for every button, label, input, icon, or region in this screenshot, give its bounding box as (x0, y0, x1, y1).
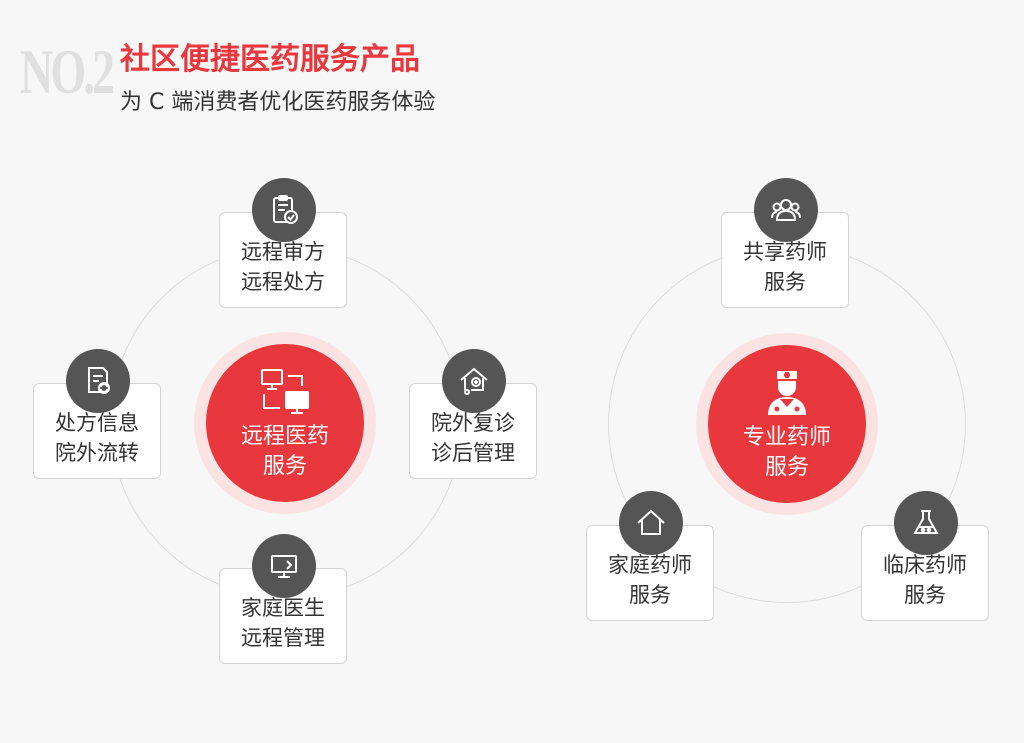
left-center-label-1: 远程医药 (240, 424, 329, 449)
card-line-2: 服务 (629, 583, 671, 607)
right-center-circle: 专业药师 服务 (708, 345, 866, 503)
card-line-2: 院外流转 (55, 441, 139, 465)
page-subtitle: 为 C 端消费者优化医药服务体验 (120, 90, 436, 115)
card-remote-prescription: 远程审方 远程处方 (219, 212, 347, 308)
house-badge (619, 491, 683, 555)
card-line-1: 远程审方 (241, 240, 325, 264)
card-shared-pharmacist: 共享药师 服务 (721, 212, 849, 308)
card-line-1: 共享药师 (743, 240, 827, 264)
prescription-check-icon (273, 195, 298, 224)
home-stethoscope-badge (442, 349, 506, 413)
home-stethoscope-icon (460, 367, 488, 395)
card-line-1: 临床药师 (883, 553, 967, 577)
card-line-1: 家庭医生 (241, 596, 325, 620)
card-line-2: 远程管理 (241, 626, 325, 650)
monitor-icon (271, 555, 297, 578)
card-line-2: 服务 (764, 270, 806, 294)
card-line-1: 家庭药师 (608, 553, 692, 577)
left-center-label-2: 服务 (262, 454, 307, 479)
group-icon (771, 199, 801, 221)
card-line-2: 远程处方 (241, 270, 325, 294)
document-refresh-icon (88, 367, 110, 394)
flask-icon (913, 510, 939, 534)
remote-devices-icon (261, 369, 309, 414)
card-line-1: 院外复诊 (431, 411, 515, 435)
doctor-icon (768, 371, 806, 415)
right-center-label-2: 服务 (764, 455, 809, 480)
house-icon (637, 509, 665, 535)
monitor-badge (252, 534, 316, 598)
card-line-1: 处方信息 (55, 411, 139, 435)
flask-badge (894, 491, 958, 555)
document-refresh-badge (66, 349, 130, 413)
group-badge (754, 178, 818, 242)
right-center-label-1: 专业药师 (742, 425, 831, 450)
section-number: NO.2 (20, 36, 115, 107)
card-line-2: 诊后管理 (431, 441, 515, 465)
left-center-circle: 远程医药 服务 (206, 344, 364, 502)
page-title: 社区便捷医药服务产品 (120, 42, 420, 77)
card-line-2: 服务 (904, 583, 946, 607)
prescription-check-badge (252, 178, 316, 242)
